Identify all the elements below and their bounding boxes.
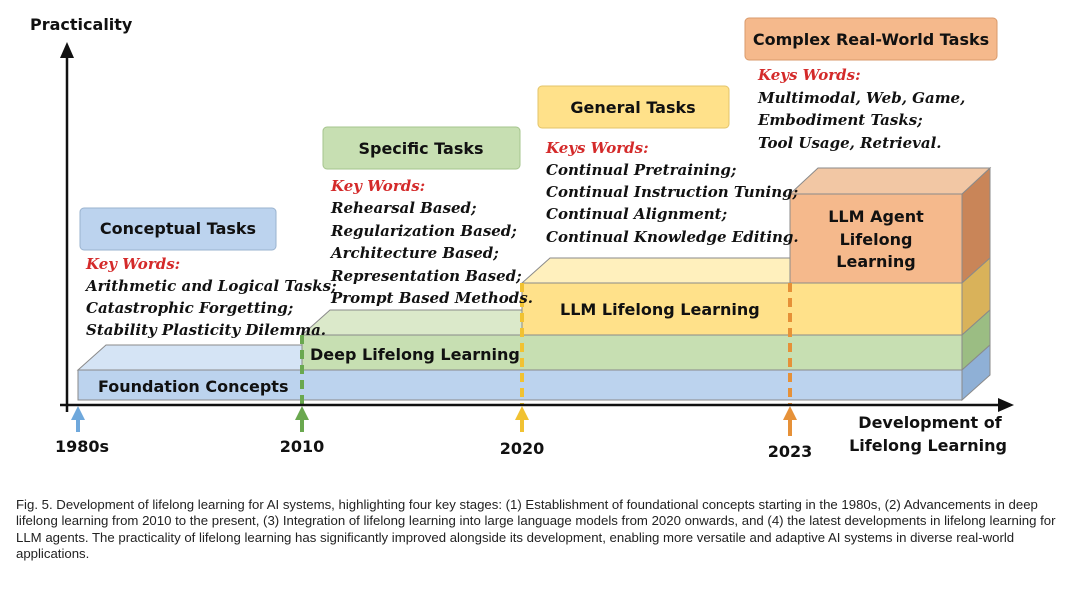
foundation-label: Foundation Concepts (98, 377, 288, 396)
keyword-item: Catastrophic Forgetting; (86, 299, 293, 317)
keyword-item: Tool Usage, Retrieval. (758, 134, 942, 152)
arrow-2010-icon (295, 406, 309, 432)
agent-label-line1: LLM Agent (828, 207, 924, 226)
keyword-item: Continual Alignment; (546, 205, 727, 223)
agent-label-line2: Lifelong (840, 230, 913, 249)
year-label-2010: 2010 (280, 437, 325, 456)
stage-title-specific: Specific Tasks (358, 139, 483, 158)
stage-title-general: General Tasks (570, 98, 695, 117)
stage-box-conceptual: Conceptual Tasks (79, 207, 277, 251)
figure-caption: Fig. 5. Development of lifelong learning… (16, 497, 1056, 561)
keyword-item: Regularization Based; (330, 222, 517, 240)
year-label-1980s: 1980s (55, 437, 109, 456)
stage-box-general: General Tasks (537, 85, 730, 129)
agent-label-line3: Learning (836, 252, 915, 271)
deep-label: Deep Lifelong Learning (310, 345, 520, 364)
x-axis-label-line1: Development of (858, 413, 1002, 432)
keywords-label-specific: Key Words: (330, 177, 425, 195)
stage-title-conceptual: Conceptual Tasks (100, 219, 256, 238)
keyword-item: Architecture Based; (329, 244, 499, 262)
keyword-item: Arithmetic and Logical Tasks; (84, 277, 337, 295)
year-label-2020: 2020 (500, 439, 545, 458)
arrow-1980s-icon (71, 406, 85, 432)
x-axis (60, 398, 1014, 412)
y-axis-label: Practicality (30, 15, 133, 34)
arrow-2020-icon (515, 406, 529, 432)
arrow-2023-icon (783, 406, 797, 436)
deep-layer (300, 308, 991, 372)
y-axis (60, 42, 74, 412)
keyword-item: Stability Plasticity Dilemma. (86, 321, 326, 339)
keyword-item: Continual Pretraining; (546, 161, 736, 179)
lifelong-learning-diagram: Foundation Concepts Deep Lifelong Learni… (30, 15, 1014, 461)
agent-layer (788, 166, 992, 285)
stage-box-complex: Complex Real-World Tasks (744, 17, 998, 61)
llm-label: LLM Lifelong Learning (560, 300, 760, 319)
keywords-label-complex: Keys Words: (757, 66, 861, 84)
keyword-item: Embodiment Tasks; (757, 111, 923, 129)
keyword-item: Continual Instruction Tuning; (546, 183, 798, 201)
keyword-item: Prompt Based Methods. (330, 289, 533, 307)
year-label-2023: 2023 (768, 442, 813, 461)
keyword-item: Continual Knowledge Editing. (546, 228, 799, 246)
diagram-canvas: Foundation Concepts Deep Lifelong Learni… (30, 15, 1014, 461)
stage-box-specific: Specific Tasks (322, 126, 521, 170)
keywords-label-conceptual: Key Words: (85, 255, 180, 273)
keyword-item: Rehearsal Based; (330, 199, 477, 217)
x-axis-label-line2: Lifelong Learning (849, 436, 1007, 455)
keyword-item: Multimodal, Web, Game, (757, 89, 965, 107)
keyword-item: Representation Based; (330, 267, 522, 285)
stage-title-complex: Complex Real-World Tasks (753, 30, 989, 49)
keywords-label-general: Keys Words: (545, 139, 649, 157)
